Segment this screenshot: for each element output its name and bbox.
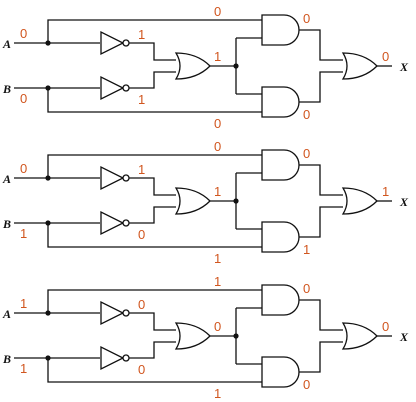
bottom-wire-value: 1 — [214, 251, 221, 266]
and-gate-top — [261, 149, 300, 181]
not-gate-a — [100, 300, 130, 326]
not-b-value: 0 — [138, 362, 145, 377]
and-gate-bottom — [261, 221, 300, 253]
input-b-label: B — [2, 352, 11, 366]
not-gate-a — [100, 30, 130, 56]
and-top-output-wire — [299, 299, 343, 331]
a-bypass-wire — [47, 289, 262, 313]
top-wire-value: 0 — [214, 139, 221, 154]
circuit-2: A B X 0 1 0 1 0 1 1 0 1 1 — [2, 139, 409, 266]
input-a-label: A — [2, 307, 11, 321]
and-bottom-output-value: 0 — [303, 377, 310, 392]
not-a-value: 1 — [138, 162, 145, 177]
output-x-label: X — [399, 60, 409, 74]
b-bypass-wire — [47, 88, 262, 113]
not-b-value: 1 — [138, 92, 145, 107]
input-b-label: B — [2, 217, 11, 231]
and-gate-bottom — [261, 86, 300, 118]
or-gate — [174, 322, 211, 350]
and-bottom-output-value: 1 — [303, 242, 310, 257]
junction-or-dot — [233, 333, 239, 339]
input-b-label: B — [2, 82, 11, 96]
output-x-value: 0 — [382, 319, 389, 334]
not-b-output-wire — [126, 71, 176, 89]
circuit-3: A B X 1 1 1 0 0 0 1 0 0 0 — [2, 274, 409, 401]
junction-b-dot — [45, 220, 51, 226]
and-bottom-output-wire — [299, 71, 343, 103]
not-b-output-wire — [126, 206, 176, 224]
and-bottom-output-value: 0 — [303, 107, 310, 122]
output-x-label: X — [399, 330, 409, 344]
bottom-wire-value: 1 — [214, 386, 221, 401]
input-b-value: 1 — [20, 226, 27, 241]
not-gate-b — [100, 75, 130, 101]
not-gate-b — [100, 210, 130, 236]
not-b-value: 0 — [138, 227, 145, 242]
input-b-value: 1 — [20, 361, 27, 376]
not-a-output-wire — [126, 177, 176, 196]
not-b-output-wire — [126, 341, 176, 359]
or-output-value: 0 — [214, 319, 221, 334]
and-bottom-output-wire — [299, 206, 343, 238]
and-top-output-wire — [299, 164, 343, 196]
top-wire-value: 0 — [214, 4, 221, 19]
and-gate-top — [261, 284, 300, 316]
or-output-value: 1 — [214, 184, 221, 199]
junction-a-dot — [45, 40, 51, 46]
or-gate — [174, 52, 211, 80]
or-gate — [174, 187, 211, 215]
or-output-value: 1 — [214, 49, 221, 64]
input-a-value: 0 — [20, 26, 27, 41]
and-bottom-output-wire — [299, 341, 343, 373]
input-b-value: 0 — [20, 91, 27, 106]
input-a-label: A — [2, 37, 11, 51]
a-bypass-wire — [47, 19, 262, 43]
not-gate-a — [100, 165, 130, 191]
top-wire-value: 1 — [214, 274, 221, 289]
and-top-output-value: 0 — [303, 146, 310, 161]
and-top-output-wire — [299, 29, 343, 61]
a-bypass-wire — [47, 154, 262, 178]
or-gate-output — [341, 187, 378, 215]
or-gate-output — [341, 322, 378, 350]
junction-or-dot — [233, 63, 239, 69]
b-bypass-wire — [47, 223, 262, 248]
output-x-value: 0 — [382, 49, 389, 64]
not-a-value: 1 — [138, 27, 145, 42]
not-gate-b — [100, 345, 130, 371]
junction-a-dot — [45, 175, 51, 181]
output-x-label: X — [399, 195, 409, 209]
junction-b-dot — [45, 85, 51, 91]
junction-or-dot — [233, 198, 239, 204]
input-a-value: 0 — [20, 161, 27, 176]
input-a-label: A — [2, 172, 11, 186]
or-gate-output — [341, 52, 378, 80]
and-gate-bottom — [261, 356, 300, 388]
input-a-value: 1 — [20, 296, 27, 311]
output-x-value: 1 — [382, 184, 389, 199]
junction-b-dot — [45, 355, 51, 361]
junction-a-dot — [45, 310, 51, 316]
and-top-output-value: 0 — [303, 11, 310, 26]
and-gate-top — [261, 14, 300, 46]
b-bypass-wire — [47, 358, 262, 383]
not-a-output-wire — [126, 312, 176, 331]
bottom-wire-value: 0 — [214, 116, 221, 131]
not-a-output-wire — [126, 42, 176, 61]
not-a-value: 0 — [138, 297, 145, 312]
and-top-output-value: 0 — [303, 281, 310, 296]
